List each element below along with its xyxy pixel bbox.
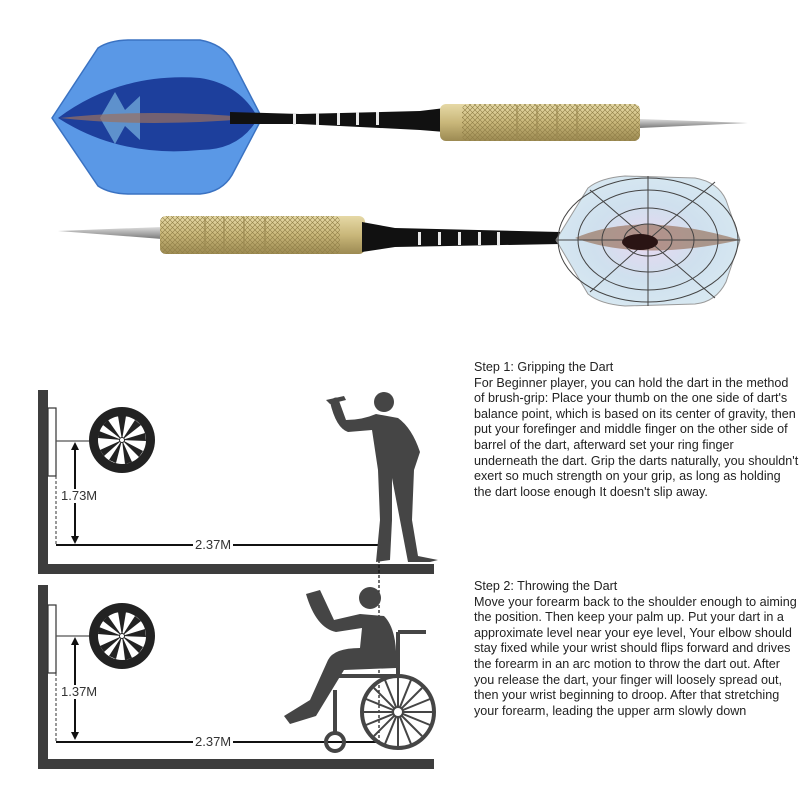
brass-barrel xyxy=(160,216,365,254)
blue-flight-icon xyxy=(51,39,263,195)
wall xyxy=(38,390,48,574)
spider-icon xyxy=(622,234,658,250)
floor xyxy=(38,564,434,574)
diagram-wheelchair xyxy=(38,580,436,769)
distance-label-wheelchair: 2.37M xyxy=(193,734,234,749)
step-2-body: Move your forearm back to the shoulder e… xyxy=(474,594,797,718)
distance-label-standing: 2.37M xyxy=(193,537,234,552)
step-1-title: Step 1: Gripping the Dart xyxy=(474,360,614,374)
wheelchair-player-icon xyxy=(284,587,436,753)
dartboard-icon xyxy=(89,407,155,473)
height-label-standing: 1.73M xyxy=(59,488,100,503)
wall-bracket xyxy=(47,407,57,477)
wall xyxy=(38,585,48,769)
height-label-wheelchair: 1.37M xyxy=(59,684,100,699)
dart-top xyxy=(51,39,748,307)
step-1-body: For Beginner player, you can hold the da… xyxy=(474,375,799,499)
dartboard-icon xyxy=(89,603,155,669)
spider-web-flight-icon xyxy=(555,175,741,307)
step-2-instructions: Step 2: Throwing the Dart Move your fore… xyxy=(474,579,800,719)
diagram-standing xyxy=(38,390,438,580)
floor xyxy=(38,759,434,769)
standing-player-icon xyxy=(326,392,438,562)
brass-barrel xyxy=(440,104,640,141)
step-2-title: Step 2: Throwing the Dart xyxy=(474,579,618,593)
step-1-instructions: Step 1: Gripping the Dart For Beginner p… xyxy=(474,360,800,500)
wall-bracket xyxy=(47,604,57,674)
